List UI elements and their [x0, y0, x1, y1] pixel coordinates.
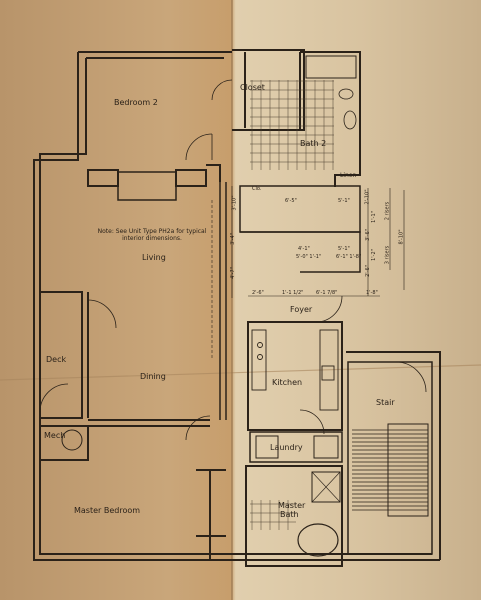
toilet-bath2: [338, 88, 354, 100]
dimension-d3: 4'-1": [298, 246, 310, 252]
dryer: [313, 435, 339, 459]
dimension-d5: 5'-0" 1'-1": [296, 254, 322, 260]
dimension-d1: 6'-5": [285, 198, 297, 204]
dimension-far-right: 8'-10": [398, 229, 405, 245]
dimension-bottom-1: 2'-6": [252, 290, 264, 296]
room-label-stair: Stair: [376, 398, 395, 407]
kitchen-counters: [251, 329, 339, 411]
room-label-bath-2: Bath 2: [300, 139, 327, 148]
room-label-master-bath-1: Master: [278, 501, 306, 510]
dimension-right-1: 2'-10": [364, 189, 371, 205]
dimension-d2: 5'-1": [338, 198, 350, 204]
master-tub: [297, 523, 339, 557]
plan-note: Note: See Unit Type PH2a for typical int…: [97, 228, 207, 242]
stair-treads: [352, 423, 429, 517]
room-label-deck: Deck: [46, 355, 67, 364]
washer: [255, 435, 279, 459]
mech-unit: [61, 429, 83, 451]
room-label-closet: Closet: [240, 83, 265, 92]
master-bath-tiles: [250, 500, 296, 530]
stair-run-1: 2 risers: [384, 201, 391, 221]
room-label-clo: Clo.: [252, 186, 262, 192]
room-label-mech: Mech: [44, 431, 66, 440]
dimension-left-1: 3'-10": [231, 195, 238, 211]
room-label-laundry: Laundry: [270, 443, 303, 452]
dimension-d4: 5'-1": [338, 246, 350, 252]
stair-run-2: 3 risers: [384, 245, 391, 265]
room-label-bedroom-2: Bedroom 2: [114, 98, 158, 107]
dimension-bottom-4: 1'-8": [366, 290, 378, 296]
dimension-bottom-3: 6'-1 7/8": [316, 290, 338, 296]
dimension-right-5: 2'-6": [364, 265, 371, 277]
dimension-left-3: 4'-7": [229, 267, 236, 279]
room-label-linen: Linen: [340, 172, 357, 179]
dimension-lines: [211, 186, 405, 360]
master-shower: [311, 471, 341, 503]
room-label-master-bath-2: Bath: [280, 510, 299, 519]
paper-fold: [0, 364, 481, 381]
tub-bath2: [305, 55, 357, 79]
room-label-master-bedroom: Master Bedroom: [74, 506, 141, 515]
room-label-kitchen: Kitchen: [272, 378, 303, 387]
dimension-right-4: 1'-2": [370, 249, 377, 261]
dimension-d6: 6'-1" 1'-8": [336, 254, 362, 260]
door-swings: [39, 79, 427, 441]
dimension-bottom-2: 1'-1 1/2": [282, 290, 304, 296]
dimension-left-2: 3'-4": [229, 233, 236, 245]
room-label-foyer: Foyer: [290, 305, 313, 314]
bath2-tile-floor: [250, 80, 334, 170]
dimension-right-2: 1'-1": [370, 211, 377, 223]
room-label-dining: Dining: [140, 372, 166, 381]
room-label-living: Living: [142, 253, 166, 262]
dimension-right-3: 3'-6": [364, 229, 371, 241]
sink-bath2: [343, 110, 357, 130]
